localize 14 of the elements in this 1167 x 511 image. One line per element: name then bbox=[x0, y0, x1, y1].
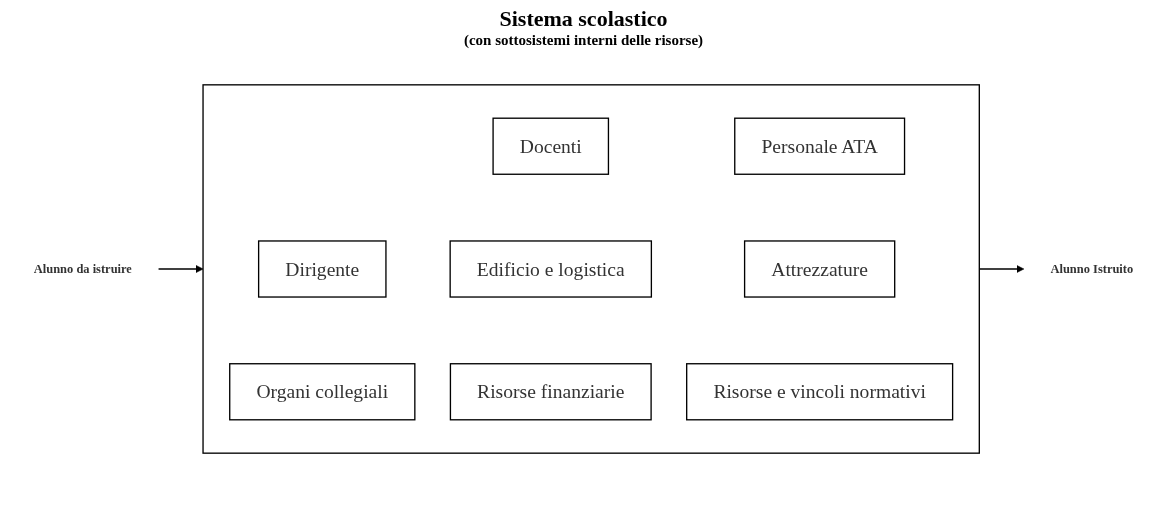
node-box: Personale ATA bbox=[734, 117, 906, 175]
diagram-title: Sistema scolastico bbox=[499, 6, 668, 31]
arrow bbox=[157, 265, 204, 273]
node-box: Organi collegiali bbox=[229, 363, 416, 421]
node-box: Edificio e logistica bbox=[449, 240, 653, 298]
subtitle-note: (con sottosistemi interni delle risorse) bbox=[463, 32, 704, 48]
node-box: Docenti bbox=[492, 117, 610, 175]
node-box: Dirigente bbox=[257, 240, 387, 298]
node-box: Risorse finanziarie bbox=[449, 363, 652, 421]
node-text: Alunno da istruire bbox=[33, 262, 132, 276]
cluster bbox=[202, 84, 980, 454]
node-box: Risorse e vincoli normativi bbox=[686, 363, 954, 421]
node-text: Alunno Istruito bbox=[1050, 262, 1134, 276]
node-box: Attrezzature bbox=[743, 240, 896, 298]
